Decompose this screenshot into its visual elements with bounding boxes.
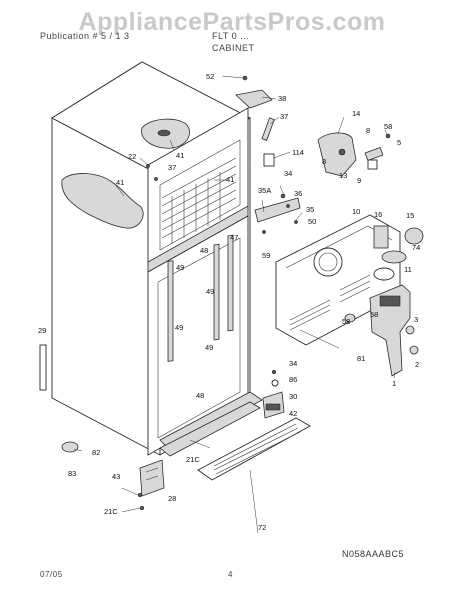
callout-58b: 58 xyxy=(342,317,350,326)
cabinet-shell xyxy=(51,61,263,456)
callout-37b: 37 xyxy=(168,163,176,172)
callout-1: 1 xyxy=(392,379,396,388)
callout-58a: 58 xyxy=(384,122,392,131)
callout-49c: 49 xyxy=(175,323,183,332)
callout-59: 59 xyxy=(262,251,270,260)
callout-9: 9 xyxy=(357,176,361,185)
callout-47: 47 xyxy=(230,233,238,242)
callout-34b: 34 xyxy=(289,359,297,368)
callout-13: 13 xyxy=(339,171,347,180)
callout-52: 52 xyxy=(206,72,214,81)
footer-date: 07/05 xyxy=(40,570,63,579)
callout-21c-a: 21C xyxy=(186,455,200,464)
callout-41c: 41 xyxy=(116,178,124,187)
callout-14: 14 xyxy=(352,109,360,118)
callout-48b: 48 xyxy=(196,391,204,400)
callout-49d: 49 xyxy=(205,343,213,352)
callout-49a: 49 xyxy=(176,263,184,272)
callout-22: 22 xyxy=(128,152,136,161)
callout-72: 72 xyxy=(258,523,266,532)
callout-30: 30 xyxy=(289,392,297,401)
callout-41b: 41 xyxy=(226,175,234,184)
callout-35: 35 xyxy=(306,205,314,214)
callout-15: 15 xyxy=(406,211,414,220)
callout-49b: 49 xyxy=(206,287,214,296)
callout-74: 74 xyxy=(412,243,420,252)
callout-3: 3 xyxy=(414,315,418,324)
leader-lines xyxy=(73,75,396,534)
callout-82: 82 xyxy=(92,448,100,457)
callout-5: 5 xyxy=(397,138,401,147)
callout-42: 42 xyxy=(289,409,297,418)
drawing-code: N058AAABC5 xyxy=(341,549,404,559)
callout-83: 83 xyxy=(68,469,76,478)
section-title: CABINET xyxy=(212,43,255,53)
lower-right-parts xyxy=(159,369,311,481)
callout-58c: 58 xyxy=(370,310,378,319)
callout-50: 50 xyxy=(308,217,316,226)
callout-35a: 35A xyxy=(258,186,271,195)
callout-28: 28 xyxy=(168,494,176,503)
callout-41a: 41 xyxy=(176,151,184,160)
callout-86: 86 xyxy=(289,375,297,384)
callout-16: 16 xyxy=(374,210,382,219)
dispenser-parts xyxy=(254,132,424,377)
callout-8b: 8 xyxy=(322,157,326,166)
watermark-logo: AppliancePartsPros.com xyxy=(78,8,386,36)
callout-21c-b: 21C xyxy=(104,507,118,516)
callout-81: 81 xyxy=(357,354,365,363)
callout-34a: 34 xyxy=(284,169,292,178)
callout-43: 43 xyxy=(112,472,120,481)
model-number: FLT 0 ... xyxy=(212,31,250,41)
callout-38: 38 xyxy=(278,94,286,103)
callout-37: 37 xyxy=(280,112,288,121)
callout-10: 10 xyxy=(352,207,360,216)
left-side-parts xyxy=(39,118,190,511)
top-parts xyxy=(146,75,275,181)
callout-29: 29 xyxy=(38,326,46,335)
callout-36: 36 xyxy=(294,189,302,198)
callout-11: 11 xyxy=(404,265,412,274)
callout-114: 114 xyxy=(292,148,304,157)
callout-8a: 8 xyxy=(366,126,370,135)
publication-number: Publication # 5 / 1 3 xyxy=(40,31,130,41)
callout-48a: 48 xyxy=(200,246,208,255)
callout-labels: 52 38 37 114 22 41 37 41 14 8 58 5 8 9 1… xyxy=(38,72,420,532)
page-number: 4 xyxy=(228,570,233,579)
callout-2: 2 xyxy=(415,360,419,369)
